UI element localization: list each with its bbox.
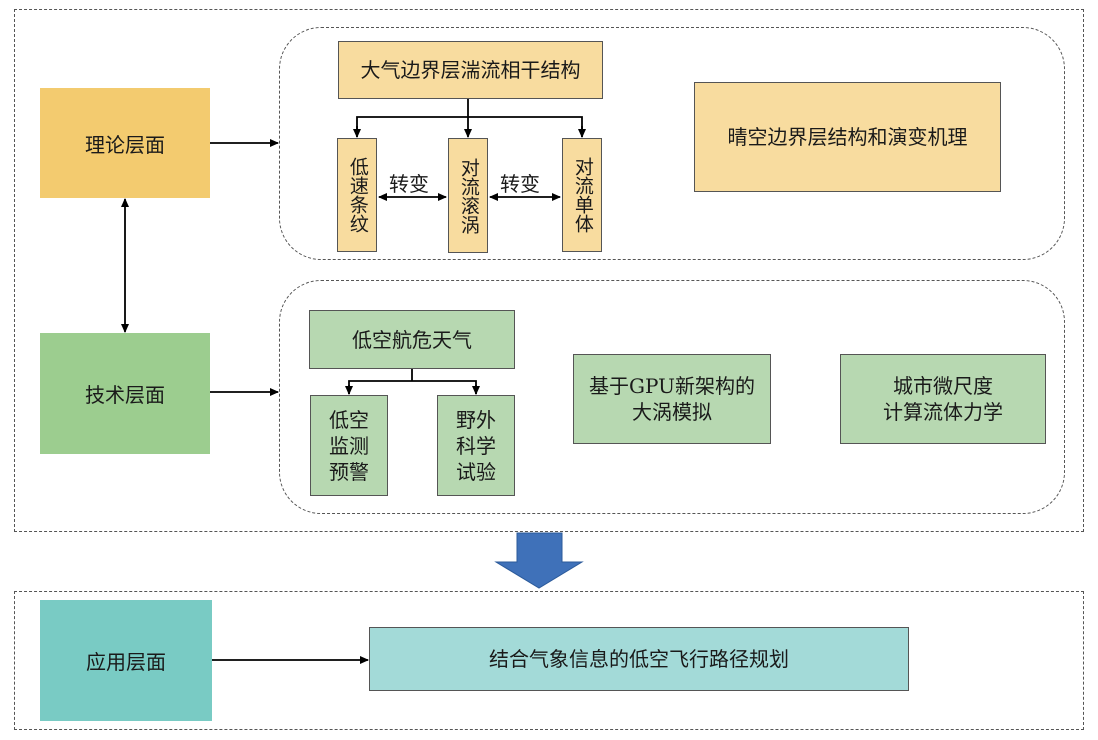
low-speed-streaks-box: 低速条纹 <box>337 138 377 252</box>
convective-cells-label: 对流单体 <box>571 157 594 233</box>
convective-rolls-label: 对流滚涡 <box>457 157 480 234</box>
monitoring-warning-label: 低空 监测 预警 <box>329 407 369 484</box>
application-frame <box>14 591 1084 730</box>
down-arrow-icon <box>494 532 584 589</box>
low-altitude-hazard-box: 低空航危天气 <box>309 310 515 369</box>
technology-group <box>279 280 1065 514</box>
field-experiment-label: 野外 科学 试验 <box>456 407 496 484</box>
theory-layer-label: 理论层面 <box>85 132 165 157</box>
convective-cells-box: 对流单体 <box>562 138 602 252</box>
clear-sky-mechanism-label: 晴空边界层结构和演变机理 <box>727 125 968 149</box>
root-branch <box>356 116 583 137</box>
theory-technology-frame <box>14 9 1084 532</box>
convective-rolls-box: 对流滚涡 <box>448 138 488 253</box>
transition-label-1: 转变 <box>389 172 429 196</box>
flight-path-planning-label: 结合气象信息的低空飞行路径规划 <box>489 647 789 671</box>
theory-layer-box: 理论层面 <box>40 88 210 198</box>
application-layer-label: 应用层面 <box>86 650 166 674</box>
theory-group <box>279 27 1065 260</box>
gpu-les-box: 基于GPU新架构的 大涡模拟 <box>573 354 771 444</box>
monitoring-warning-box: 低空 监测 预警 <box>310 395 388 496</box>
application-layer-box: 应用层面 <box>40 600 212 721</box>
low-speed-streaks-label: 低速条纹 <box>346 157 369 233</box>
flight-path-planning-box: 结合气象信息的低空飞行路径规划 <box>369 627 909 691</box>
technology-layer-label: 技术层面 <box>85 383 165 407</box>
turbulence-structure-label: 大气边界层湍流相干结构 <box>360 58 581 82</box>
clear-sky-mechanism-box: 晴空边界层结构和演变机理 <box>694 82 1001 192</box>
technology-layer-box: 技术层面 <box>40 333 210 454</box>
field-experiment-box: 野外 科学 试验 <box>437 395 515 496</box>
hazard-branch <box>348 380 477 394</box>
turbulence-structure-box: 大气边界层湍流相干结构 <box>338 41 603 99</box>
transition-label-2: 转变 <box>500 172 540 196</box>
urban-cfd-box: 城市微尺度 计算流体力学 <box>840 354 1046 444</box>
low-altitude-hazard-label: 低空航危天气 <box>352 327 472 352</box>
urban-cfd-label: 城市微尺度 计算流体力学 <box>883 374 1003 424</box>
gpu-les-label: 基于GPU新架构的 大涡模拟 <box>589 374 755 424</box>
